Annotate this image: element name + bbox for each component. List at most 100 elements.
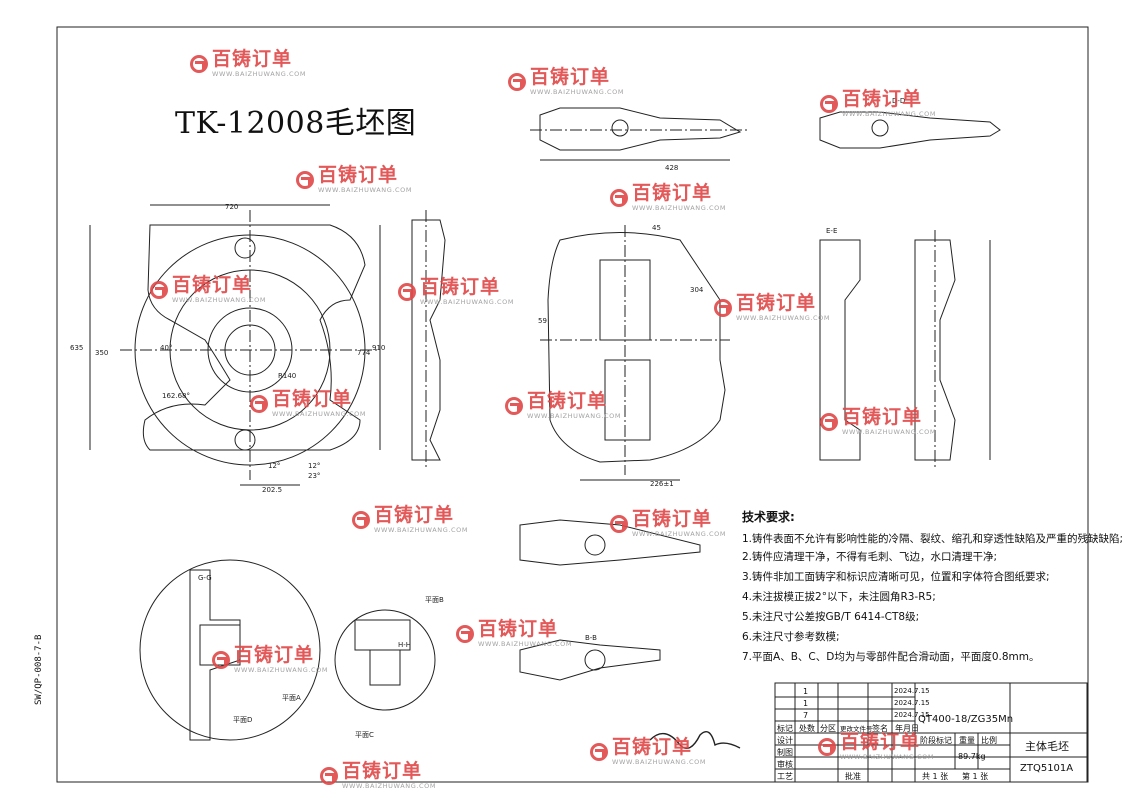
watermark-url: WWW.BAIZHUWANG.COM bbox=[632, 530, 727, 538]
watermark-brand: 百铸订单 bbox=[172, 274, 253, 296]
watermark-url: WWW.BAIZHUWANG.COM bbox=[612, 758, 707, 766]
dim-12a: 12° bbox=[268, 462, 280, 470]
dim-40: 40° bbox=[160, 344, 172, 352]
dim-angle: 162.68° bbox=[162, 392, 190, 400]
watermark-logo-icon bbox=[150, 280, 168, 299]
watermark-logo-icon bbox=[590, 742, 608, 761]
watermark-logo-icon bbox=[320, 766, 338, 785]
watermark-logo-icon bbox=[610, 188, 628, 207]
tech-item: 1.铸件表面不允许有影响性能的冷隔、裂纹、缩孔和穿透性缺陷及严重的残缺缺陷; bbox=[742, 533, 1124, 545]
header-cell: 处数 bbox=[799, 724, 815, 733]
side-code: SW/QP-008-7-B bbox=[34, 634, 44, 705]
watermark-logo-icon bbox=[456, 624, 474, 643]
watermark-logo-icon bbox=[505, 396, 523, 415]
dim-23: 23° bbox=[308, 472, 320, 480]
material: QT400-18/ZG35Mn bbox=[918, 714, 1014, 725]
dim-774: 774 bbox=[357, 349, 371, 357]
watermark-brand: 百铸订单 bbox=[272, 388, 353, 410]
role-process: 工艺 bbox=[777, 772, 793, 781]
watermark-brand: 百铸订单 bbox=[632, 182, 713, 204]
watermark-brand: 百铸订单 bbox=[318, 164, 399, 186]
revision-date: 2024.7.15 bbox=[894, 687, 930, 695]
watermark-logo-icon bbox=[190, 54, 208, 73]
dim-202: 202.5 bbox=[262, 486, 282, 494]
sheets-total: 共 1 张 bbox=[922, 772, 949, 781]
watermark-logo-icon bbox=[398, 282, 416, 301]
label-gg: G-G bbox=[198, 574, 212, 582]
watermark-logo-icon bbox=[714, 298, 732, 317]
watermark-url: WWW.BAIZHUWANG.COM bbox=[530, 88, 625, 96]
revision-qty: 1 bbox=[803, 687, 809, 696]
watermark-logo-icon bbox=[820, 94, 838, 113]
watermark-url: WWW.BAIZHUWANG.COM bbox=[842, 428, 937, 436]
watermark-brand: 百铸订单 bbox=[632, 508, 713, 530]
watermark-brand: 百铸订单 bbox=[234, 644, 315, 666]
watermark-brand: 百铸订单 bbox=[842, 406, 923, 428]
sheet-no: 第 1 张 bbox=[962, 772, 989, 781]
dim-r140: R140 bbox=[278, 372, 296, 380]
watermark-logo-icon bbox=[296, 170, 314, 189]
weight-value: 89.7kg bbox=[958, 752, 986, 761]
drawing-number: ZTQ5101A bbox=[1020, 763, 1074, 774]
watermark-url: WWW.BAIZHUWANG.COM bbox=[212, 70, 307, 78]
watermark-brand: 百铸订单 bbox=[374, 504, 455, 526]
tech-item: 4.未注拔模正拔2°以下，未注圆角R3-R5; bbox=[742, 591, 936, 603]
dim-12b: 12° bbox=[308, 462, 320, 470]
header-cell: 年月日 bbox=[895, 724, 919, 733]
header-cell: 更改文件号 bbox=[840, 725, 873, 733]
role-draw: 制图 bbox=[777, 748, 793, 757]
revision-date: 2024.7.15 bbox=[894, 711, 930, 719]
dim-59: 59 bbox=[538, 317, 547, 325]
watermark-brand: 百铸订单 bbox=[527, 390, 608, 412]
watermark-url: WWW.BAIZHUWANG.COM bbox=[374, 526, 469, 534]
approve-label: 批准 bbox=[845, 772, 861, 781]
watermark-logo-icon bbox=[352, 510, 370, 529]
dim-350: 350 bbox=[95, 349, 108, 357]
watermark-url: WWW.BAIZHUWANG.COM bbox=[842, 110, 937, 118]
watermark-url: WWW.BAIZHUWANG.COM bbox=[172, 296, 267, 304]
watermark-url: WWW.BAIZHUWANG.COM bbox=[632, 204, 727, 212]
watermark-brand: 百铸订单 bbox=[612, 736, 693, 758]
role-review: 审核 bbox=[777, 760, 793, 769]
dim-width: 720 bbox=[225, 203, 238, 211]
watermark-url: WWW.BAIZHUWANG.COM bbox=[342, 782, 437, 790]
tech-item: 3.铸件非加工面铸字和标识应清晰可见，位置和字体符合图纸要求; bbox=[742, 571, 1050, 583]
label-ee: E-E bbox=[826, 227, 837, 235]
role-design: 设计 bbox=[777, 736, 793, 745]
header-cell: 标记 bbox=[777, 724, 793, 733]
tech-item: 2.铸件应清理干净，不得有毛刺、飞边，水口清理干净; bbox=[742, 551, 998, 563]
watermark-url: WWW.BAIZHUWANG.COM bbox=[840, 753, 935, 761]
watermark-logo-icon bbox=[212, 650, 230, 669]
watermark-brand: 百铸订单 bbox=[736, 292, 817, 314]
dim-e304: 304 bbox=[690, 286, 704, 294]
watermark-logo-icon bbox=[818, 737, 836, 756]
watermark-url: WWW.BAIZHUWANG.COM bbox=[527, 412, 622, 420]
revision-date: 2024.7.15 bbox=[894, 699, 930, 707]
scale-label: 比例 bbox=[981, 736, 997, 745]
dim-428: 428 bbox=[665, 164, 678, 172]
watermark-logo-icon bbox=[250, 394, 268, 413]
header-cell: 签名 bbox=[872, 724, 888, 733]
dim-226: 226±1 bbox=[650, 480, 674, 488]
tech-item: 6.未注尺寸参考数模; bbox=[742, 631, 840, 643]
watermark-brand: 百铸订单 bbox=[530, 66, 611, 88]
revision-qty: 1 bbox=[803, 699, 809, 708]
watermark-url: WWW.BAIZHUWANG.COM bbox=[478, 640, 573, 648]
watermark-brand: 百铸订单 bbox=[420, 276, 501, 298]
weight-label: 重量 bbox=[959, 736, 975, 745]
tech-requirements-heading: 技术要求: bbox=[742, 510, 795, 524]
